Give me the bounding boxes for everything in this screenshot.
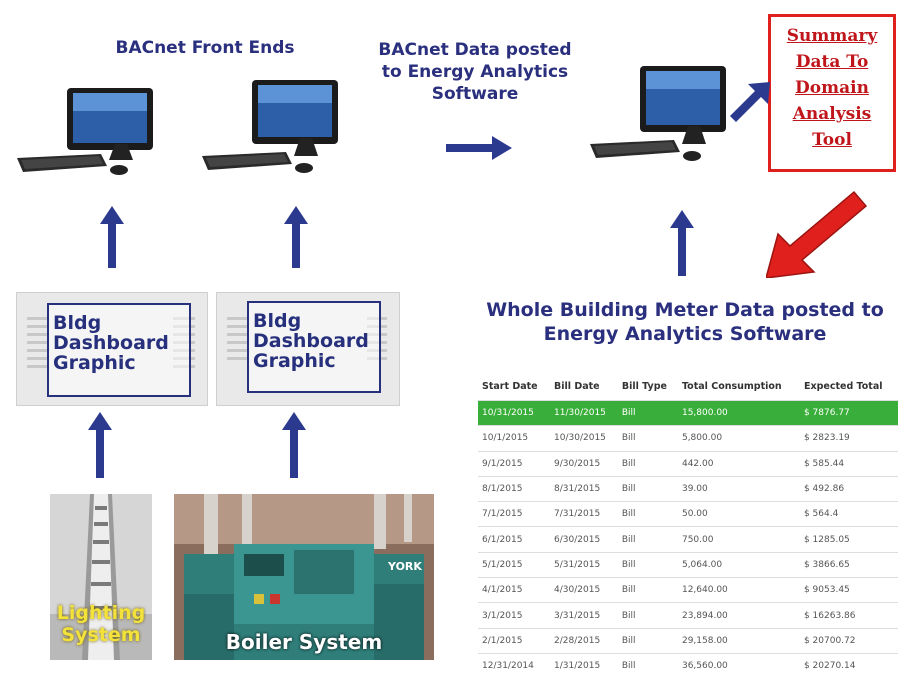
table-cell: 3/31/2015 — [550, 603, 618, 628]
column-header: Start Date — [478, 372, 550, 401]
arrow-up-right-icon — [728, 82, 770, 124]
meter-data-table-container: Start Date Bill Date Bill Type Total Con… — [478, 372, 898, 678]
table-cell: $ 3866.65 — [800, 552, 898, 577]
table-cell: 4/30/2015 — [550, 578, 618, 603]
dashboard-label: Bldg Dashboard Graphic — [253, 311, 373, 371]
table-cell: 12,640.00 — [678, 578, 800, 603]
boiler-system-label: Boiler System — [174, 630, 434, 654]
table-cell: 11/30/2015 — [550, 401, 618, 426]
arrow-up-icon-dashboard-1 — [88, 412, 112, 478]
table-cell: $ 492.86 — [800, 476, 898, 501]
table-cell: 9/1/2015 — [478, 451, 550, 476]
table-cell: 50.00 — [678, 502, 800, 527]
table-cell: 6/1/2015 — [478, 527, 550, 552]
meter-data-title: Whole Building Meter Data posted to Ener… — [480, 298, 890, 347]
table-cell: $ 585.44 — [800, 451, 898, 476]
table-cell: $ 7876.77 — [800, 401, 898, 426]
column-header: Bill Date — [550, 372, 618, 401]
table-cell: Bill — [618, 502, 678, 527]
arrow-right-icon-data — [446, 136, 512, 160]
table-cell: Bill — [618, 628, 678, 653]
table-cell: 9/30/2015 — [550, 451, 618, 476]
table-cell: 12/31/2014 — [478, 653, 550, 678]
table-cell: 10/1/2015 — [478, 426, 550, 451]
table-cell: Bill — [618, 653, 678, 678]
table-cell: $ 1285.05 — [800, 527, 898, 552]
column-header: Total Consumption — [678, 372, 800, 401]
table-cell: Bill — [618, 426, 678, 451]
table-cell: 2/28/2015 — [550, 628, 618, 653]
meter-data-table: Start Date Bill Date Bill Type Total Con… — [478, 372, 898, 678]
table-cell: Bill — [618, 552, 678, 577]
table-cell: 5,800.00 — [678, 426, 800, 451]
table-cell: Bill — [618, 603, 678, 628]
table-cell: 10/31/2015 — [478, 401, 550, 426]
table-cell: $ 20700.72 — [800, 628, 898, 653]
red-arrow-down-left-icon — [766, 188, 870, 278]
column-header: Expected Total — [800, 372, 898, 401]
lighting-system-photo: Lighting System — [50, 494, 152, 660]
table-cell: Bill — [618, 401, 678, 426]
table-cell: 39.00 — [678, 476, 800, 501]
summary-box: Summary Data To Domain Analysis Tool — [768, 14, 896, 172]
computer-icon-1 — [15, 84, 165, 184]
table-cell: Bill — [618, 527, 678, 552]
table-cell: 8/31/2015 — [550, 476, 618, 501]
table-cell: 442.00 — [678, 451, 800, 476]
table-header-row: Start Date Bill Date Bill Type Total Con… — [478, 372, 898, 401]
table-cell: 10/30/2015 — [550, 426, 618, 451]
table-cell: 2/1/2015 — [478, 628, 550, 653]
table-cell: $ 2823.19 — [800, 426, 898, 451]
table-cell: 7/31/2015 — [550, 502, 618, 527]
computer-icon-2 — [200, 76, 350, 181]
arrow-up-icon-front-end-1 — [100, 206, 124, 268]
table-cell: 3/1/2015 — [478, 603, 550, 628]
lighting-system-label: Lighting System — [50, 602, 152, 646]
table-cell: Bill — [618, 476, 678, 501]
table-cell: $ 16263.86 — [800, 603, 898, 628]
dashboard-label: Bldg Dashboard Graphic — [53, 313, 173, 373]
table-cell: Bill — [618, 451, 678, 476]
table-cell: 8/1/2015 — [478, 476, 550, 501]
table-cell: $ 564.4 — [800, 502, 898, 527]
arrow-up-icon-meter — [670, 210, 694, 276]
boiler-system-photo: YORK Boiler System — [174, 494, 434, 660]
table-cell: 4/1/2015 — [478, 578, 550, 603]
bacnet-front-ends-title: BACnet Front Ends — [90, 38, 320, 60]
table-cell: 15,800.00 — [678, 401, 800, 426]
table-cell: 29,158.00 — [678, 628, 800, 653]
dashboard-graphic-2: Bldg Dashboard Graphic — [216, 292, 400, 406]
bacnet-data-title: BACnet Data posted to Energy Analytics S… — [375, 40, 575, 105]
table-cell: $ 9053.45 — [800, 578, 898, 603]
table-cell: 750.00 — [678, 527, 800, 552]
svg-text:YORK: YORK — [387, 560, 422, 573]
table-cell: 5/31/2015 — [550, 552, 618, 577]
table-cell: $ 20270.14 — [800, 653, 898, 678]
table-cell: 6/30/2015 — [550, 527, 618, 552]
dashboard-graphic-1: Bldg Dashboard Graphic — [16, 292, 208, 406]
table-cell: 36,560.00 — [678, 653, 800, 678]
table-cell: 23,894.00 — [678, 603, 800, 628]
computer-icon-3 — [588, 62, 738, 167]
table-cell: 7/1/2015 — [478, 502, 550, 527]
table-cell: Bill — [618, 578, 678, 603]
arrow-up-icon-dashboard-2 — [282, 412, 306, 478]
table-cell: 5/1/2015 — [478, 552, 550, 577]
arrow-up-icon-front-end-2 — [284, 206, 308, 268]
column-header: Bill Type — [618, 372, 678, 401]
table-cell: 5,064.00 — [678, 552, 800, 577]
table-cell: 1/31/2015 — [550, 653, 618, 678]
